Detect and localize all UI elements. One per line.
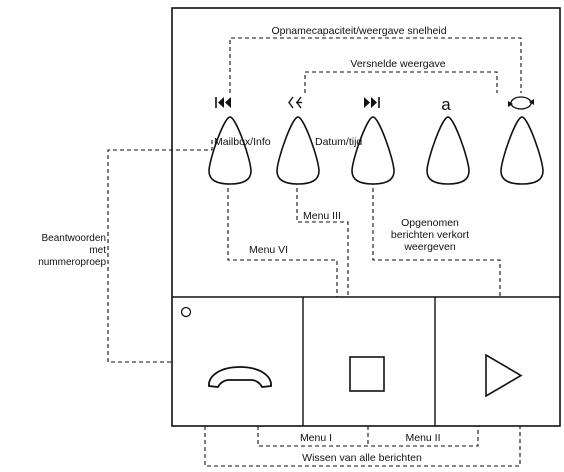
mailbox-info-label: Mailbox/Info [214,136,271,148]
drop-button-1[interactable] [208,116,252,185]
recorded-messages-line-3: weergeven [403,241,456,253]
next-track-icon [364,97,380,108]
repeat-icon [508,96,534,110]
menu-ii-label: Menu II [405,432,440,444]
stop-square-icon[interactable] [349,356,385,392]
led-indicator-icon [180,306,192,318]
answer-callback-line-1: Beantwoorden [42,233,107,244]
handset-icon[interactable] [208,366,272,388]
drop-button-3[interactable] [351,116,395,185]
drop-button-2[interactable] [276,116,320,185]
menu-vi-label: Menu VI [249,244,288,256]
recorded-messages-line-2: berichten verkort [391,229,469,241]
letter-a-icon: a [441,95,451,114]
dashed-connectors [107,37,522,467]
answer-callback-line-3: nummeroproep [38,257,106,268]
fast-playback-label: Versnelde weergave [350,58,445,70]
drop-button-5[interactable] [500,116,544,185]
previous-track-icon [215,97,231,108]
menu-iii-label: Menu III [303,210,341,222]
drop-buttons [208,116,544,185]
date-time-label: Datum/tijd [315,136,362,148]
cut-tape-icon [288,96,302,109]
recording-capacity-label: Opnamecapaciteit/weergave snelheid [271,25,446,37]
play-triangle-icon[interactable] [485,353,523,398]
recorded-messages-line-1: Opgenomen [401,217,459,229]
menu-i-label: Menu I [300,432,332,444]
answer-callback-line-2: met [89,245,106,256]
device-outline [171,7,561,427]
delete-all-label: Wissen van alle berichten [302,452,422,464]
drop-button-4[interactable] [426,116,470,185]
